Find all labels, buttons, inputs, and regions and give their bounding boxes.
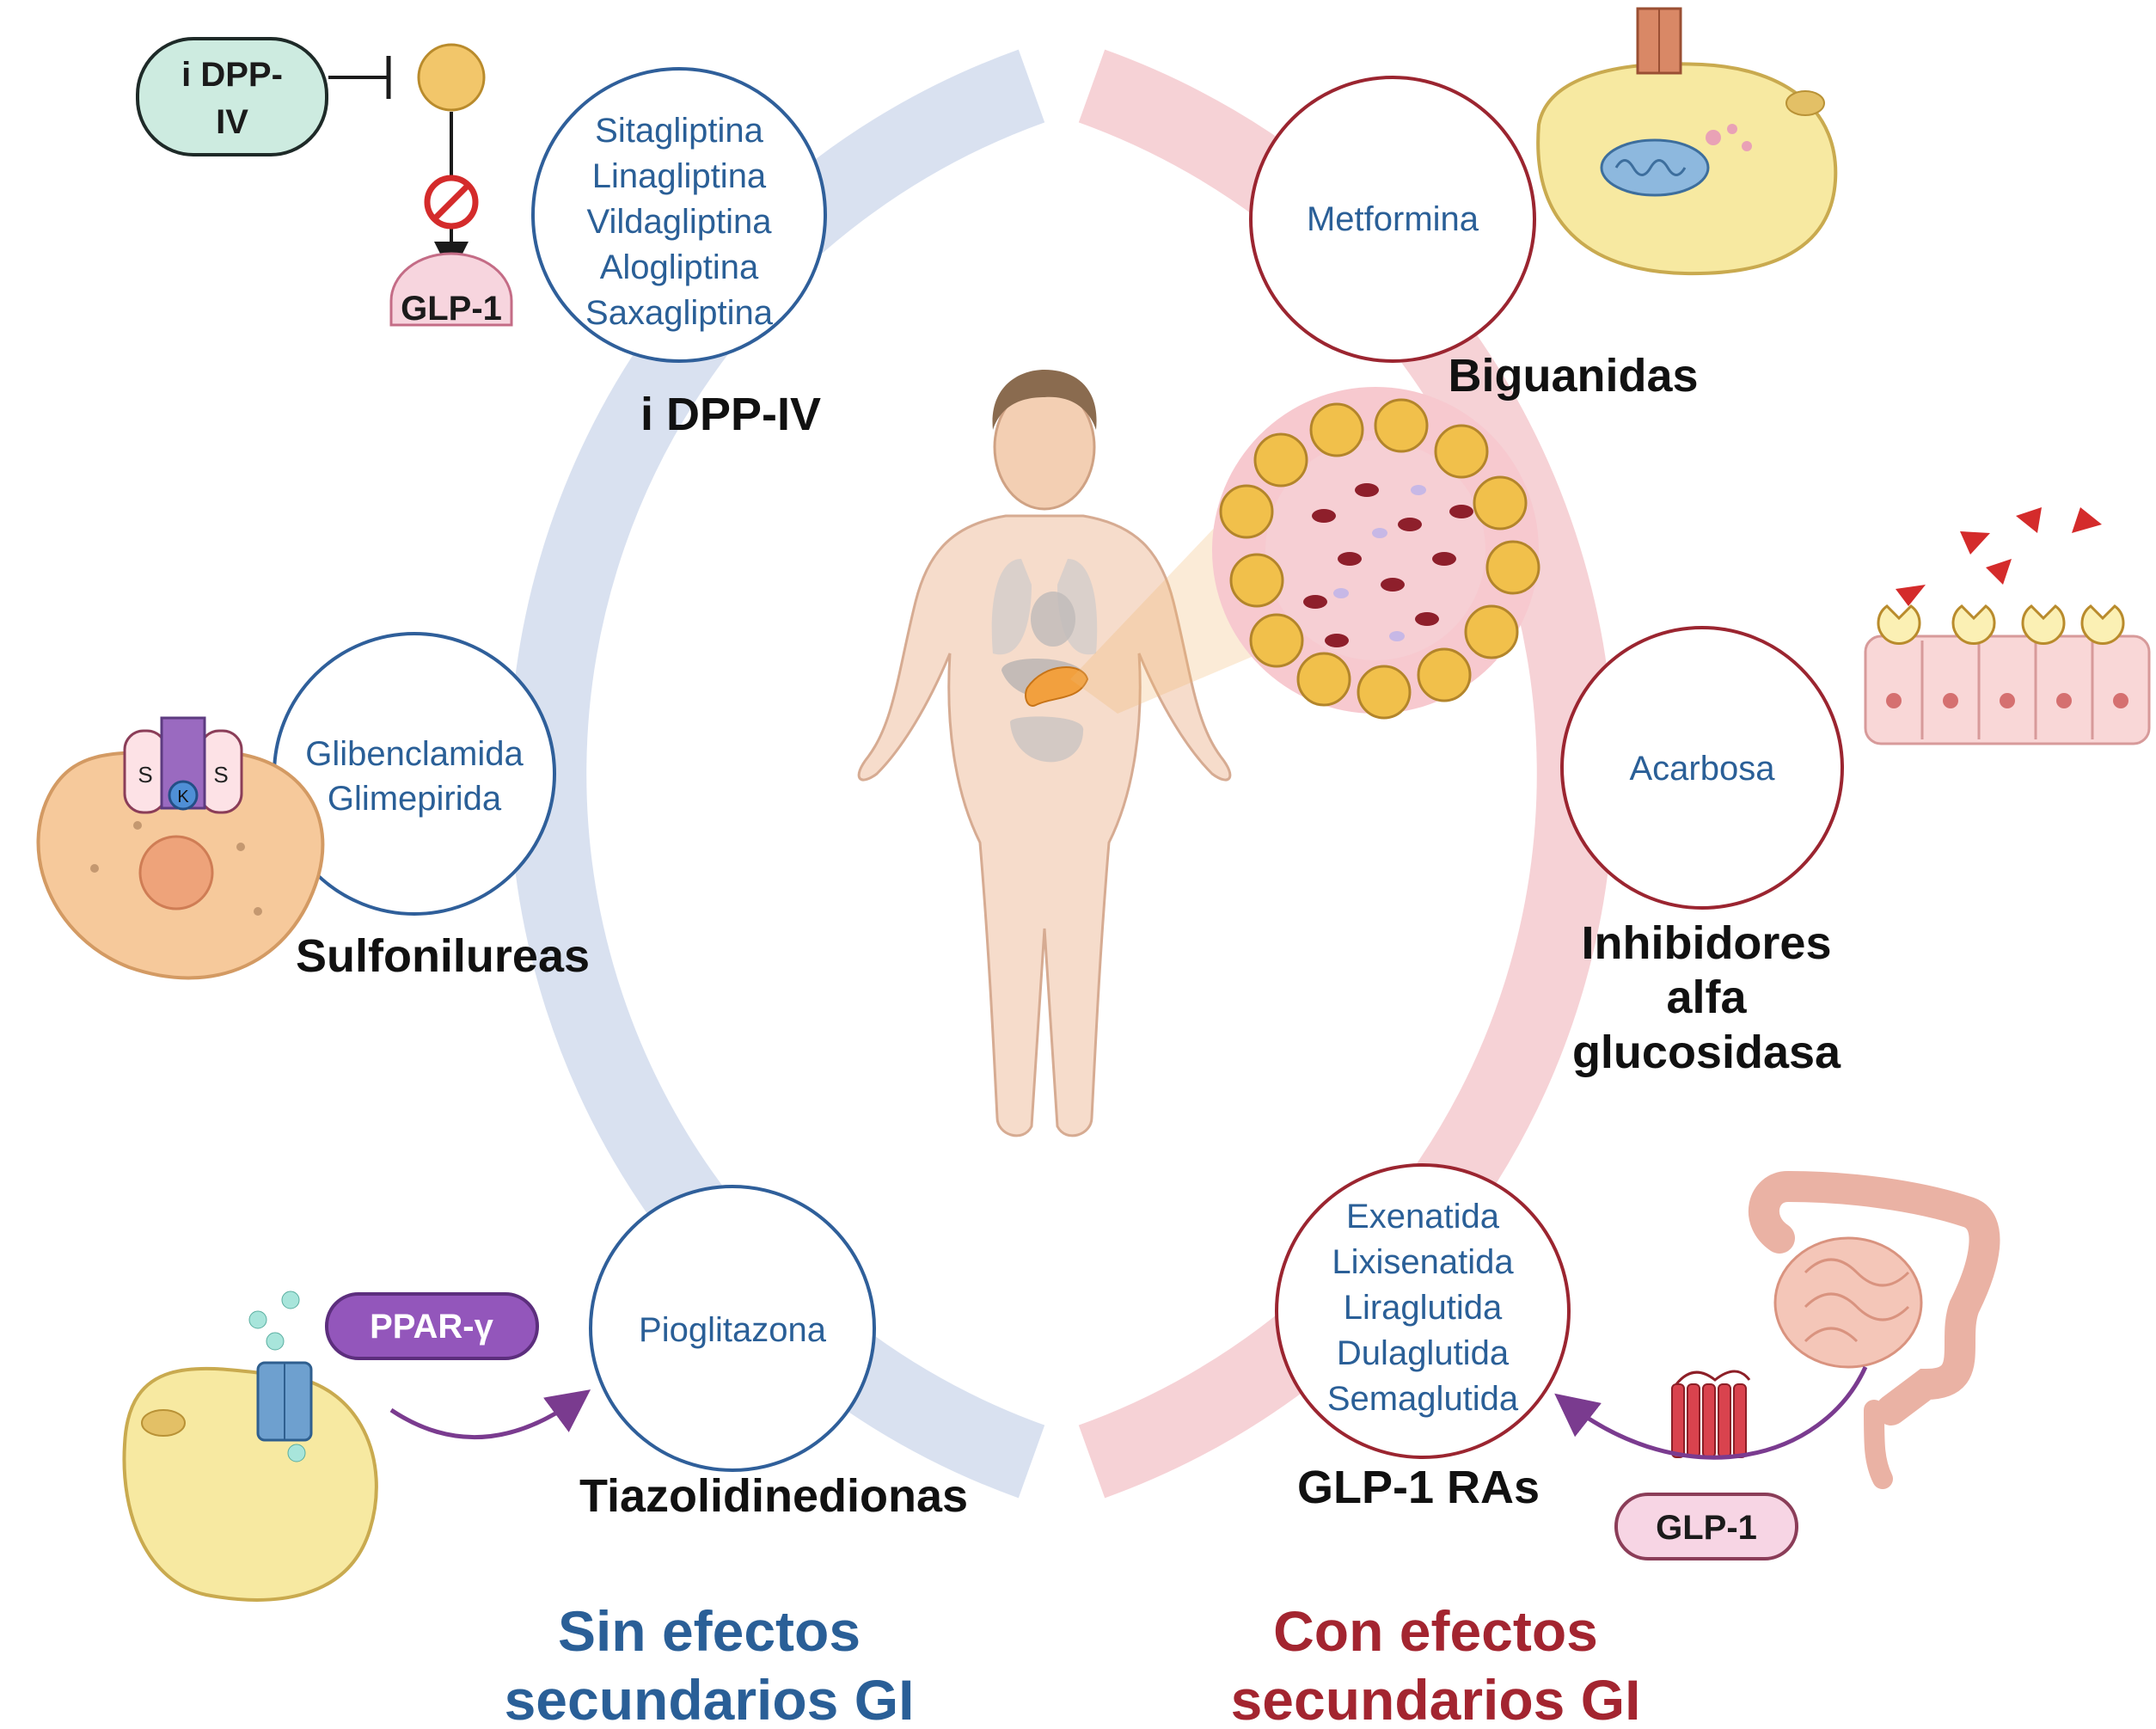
drug-alogliptina: Alogliptina xyxy=(600,248,759,286)
intestine-icon xyxy=(1764,1186,1985,1479)
nucleus-icon xyxy=(140,837,212,909)
idpp-mechanism-icon: i DPP- IV GLP-1 xyxy=(138,39,511,328)
drug-glibenclamida: Glibenclamida xyxy=(305,735,524,773)
hepatocyte-icon xyxy=(1538,9,1835,273)
drug-lixisenatida: Lixisenatida xyxy=(1332,1243,1514,1281)
drug-dulaglutida: Dulaglutida xyxy=(1337,1334,1510,1372)
footer-right-line2: secundarios GI xyxy=(1231,1668,1641,1729)
drug-acarbosa: Acarbosa xyxy=(1630,750,1776,788)
class-label-biguanidas: Biguanidas xyxy=(1448,350,1698,402)
glp1-receptor-label: GLP-1 xyxy=(401,290,502,328)
drug-pioglitazona: Pioglitazona xyxy=(639,1311,827,1349)
channel-k: K xyxy=(177,788,189,806)
drug-semaglutida: Semaglutida xyxy=(1327,1380,1519,1418)
drug-vildagliptina: Vildagliptina xyxy=(587,203,773,241)
dpp-enzyme-icon xyxy=(419,45,484,110)
class-label-idpp: i DPP-IV xyxy=(640,389,821,440)
intestinal-epithelium-icon xyxy=(1865,507,2149,744)
glp1-pill: GLP-1 xyxy=(1616,1494,1797,1559)
footer-left-line2: secundarios GI xyxy=(505,1668,915,1729)
idpp-pill-line2: IV xyxy=(216,103,248,141)
class-label-inhibidores-line3: glucosidasa xyxy=(1572,1027,1841,1078)
acarbose-triangle-icon xyxy=(1896,585,1926,606)
ppar-gamma-label: PPAR-γ xyxy=(370,1308,493,1346)
glp1-pill-label: GLP-1 xyxy=(1656,1509,1757,1547)
drug-glimepirida: Glimepirida xyxy=(328,780,502,818)
class-label-inhibidores-line2: alfa xyxy=(1666,972,1747,1023)
human-figure-icon xyxy=(859,370,1230,1136)
metf-drug-circle: Metformina xyxy=(1251,77,1534,361)
heart-icon xyxy=(1031,592,1075,647)
drug-metformina: Metformina xyxy=(1307,200,1479,238)
drug-sitagliptina: Sitagliptina xyxy=(595,112,763,150)
drug-liraglutida: Liraglutida xyxy=(1344,1289,1503,1327)
channel-s-right: S xyxy=(213,762,228,788)
arrow-tzd xyxy=(391,1397,580,1438)
glp1-receptor-7tm-icon xyxy=(1672,1371,1749,1457)
ppar-gamma-pill: PPAR-γ xyxy=(327,1294,537,1358)
class-label-tiazolidinedionas: Tiazolidinedionas xyxy=(579,1470,968,1522)
footer-right-line1: Con efectos xyxy=(1273,1599,1598,1663)
class-label-glp1-ras: GLP-1 RAs xyxy=(1297,1462,1540,1513)
footer-left-line1: Sin efectos xyxy=(558,1599,861,1663)
idpp-pill-line1: i DPP- xyxy=(181,56,283,94)
channel-s-left: S xyxy=(138,762,152,788)
class-label-sulfonilureas: Sulfonilureas xyxy=(296,930,590,982)
pancreatic-islet-icon xyxy=(1212,387,1539,718)
drug-saxagliptina: Saxagliptina xyxy=(585,294,774,332)
blocked-icon xyxy=(427,178,475,226)
tzd-drug-circle: Pioglitazona xyxy=(591,1186,874,1470)
glp-drug-circle: Exenatida Lixisenatida Liraglutida Dulag… xyxy=(1277,1165,1569,1457)
enzyme-icon-1 xyxy=(1878,606,1920,643)
idpp-drug-circle: Sitagliptina Linagliptina Vildagliptina … xyxy=(533,69,825,361)
class-label-inhibidores-line1: Inhibidores xyxy=(1581,917,1831,969)
drug-linagliptina: Linagliptina xyxy=(592,157,767,195)
drug-exenatida: Exenatida xyxy=(1346,1198,1500,1235)
acar-drug-circle: Acarbosa xyxy=(1562,628,1842,908)
